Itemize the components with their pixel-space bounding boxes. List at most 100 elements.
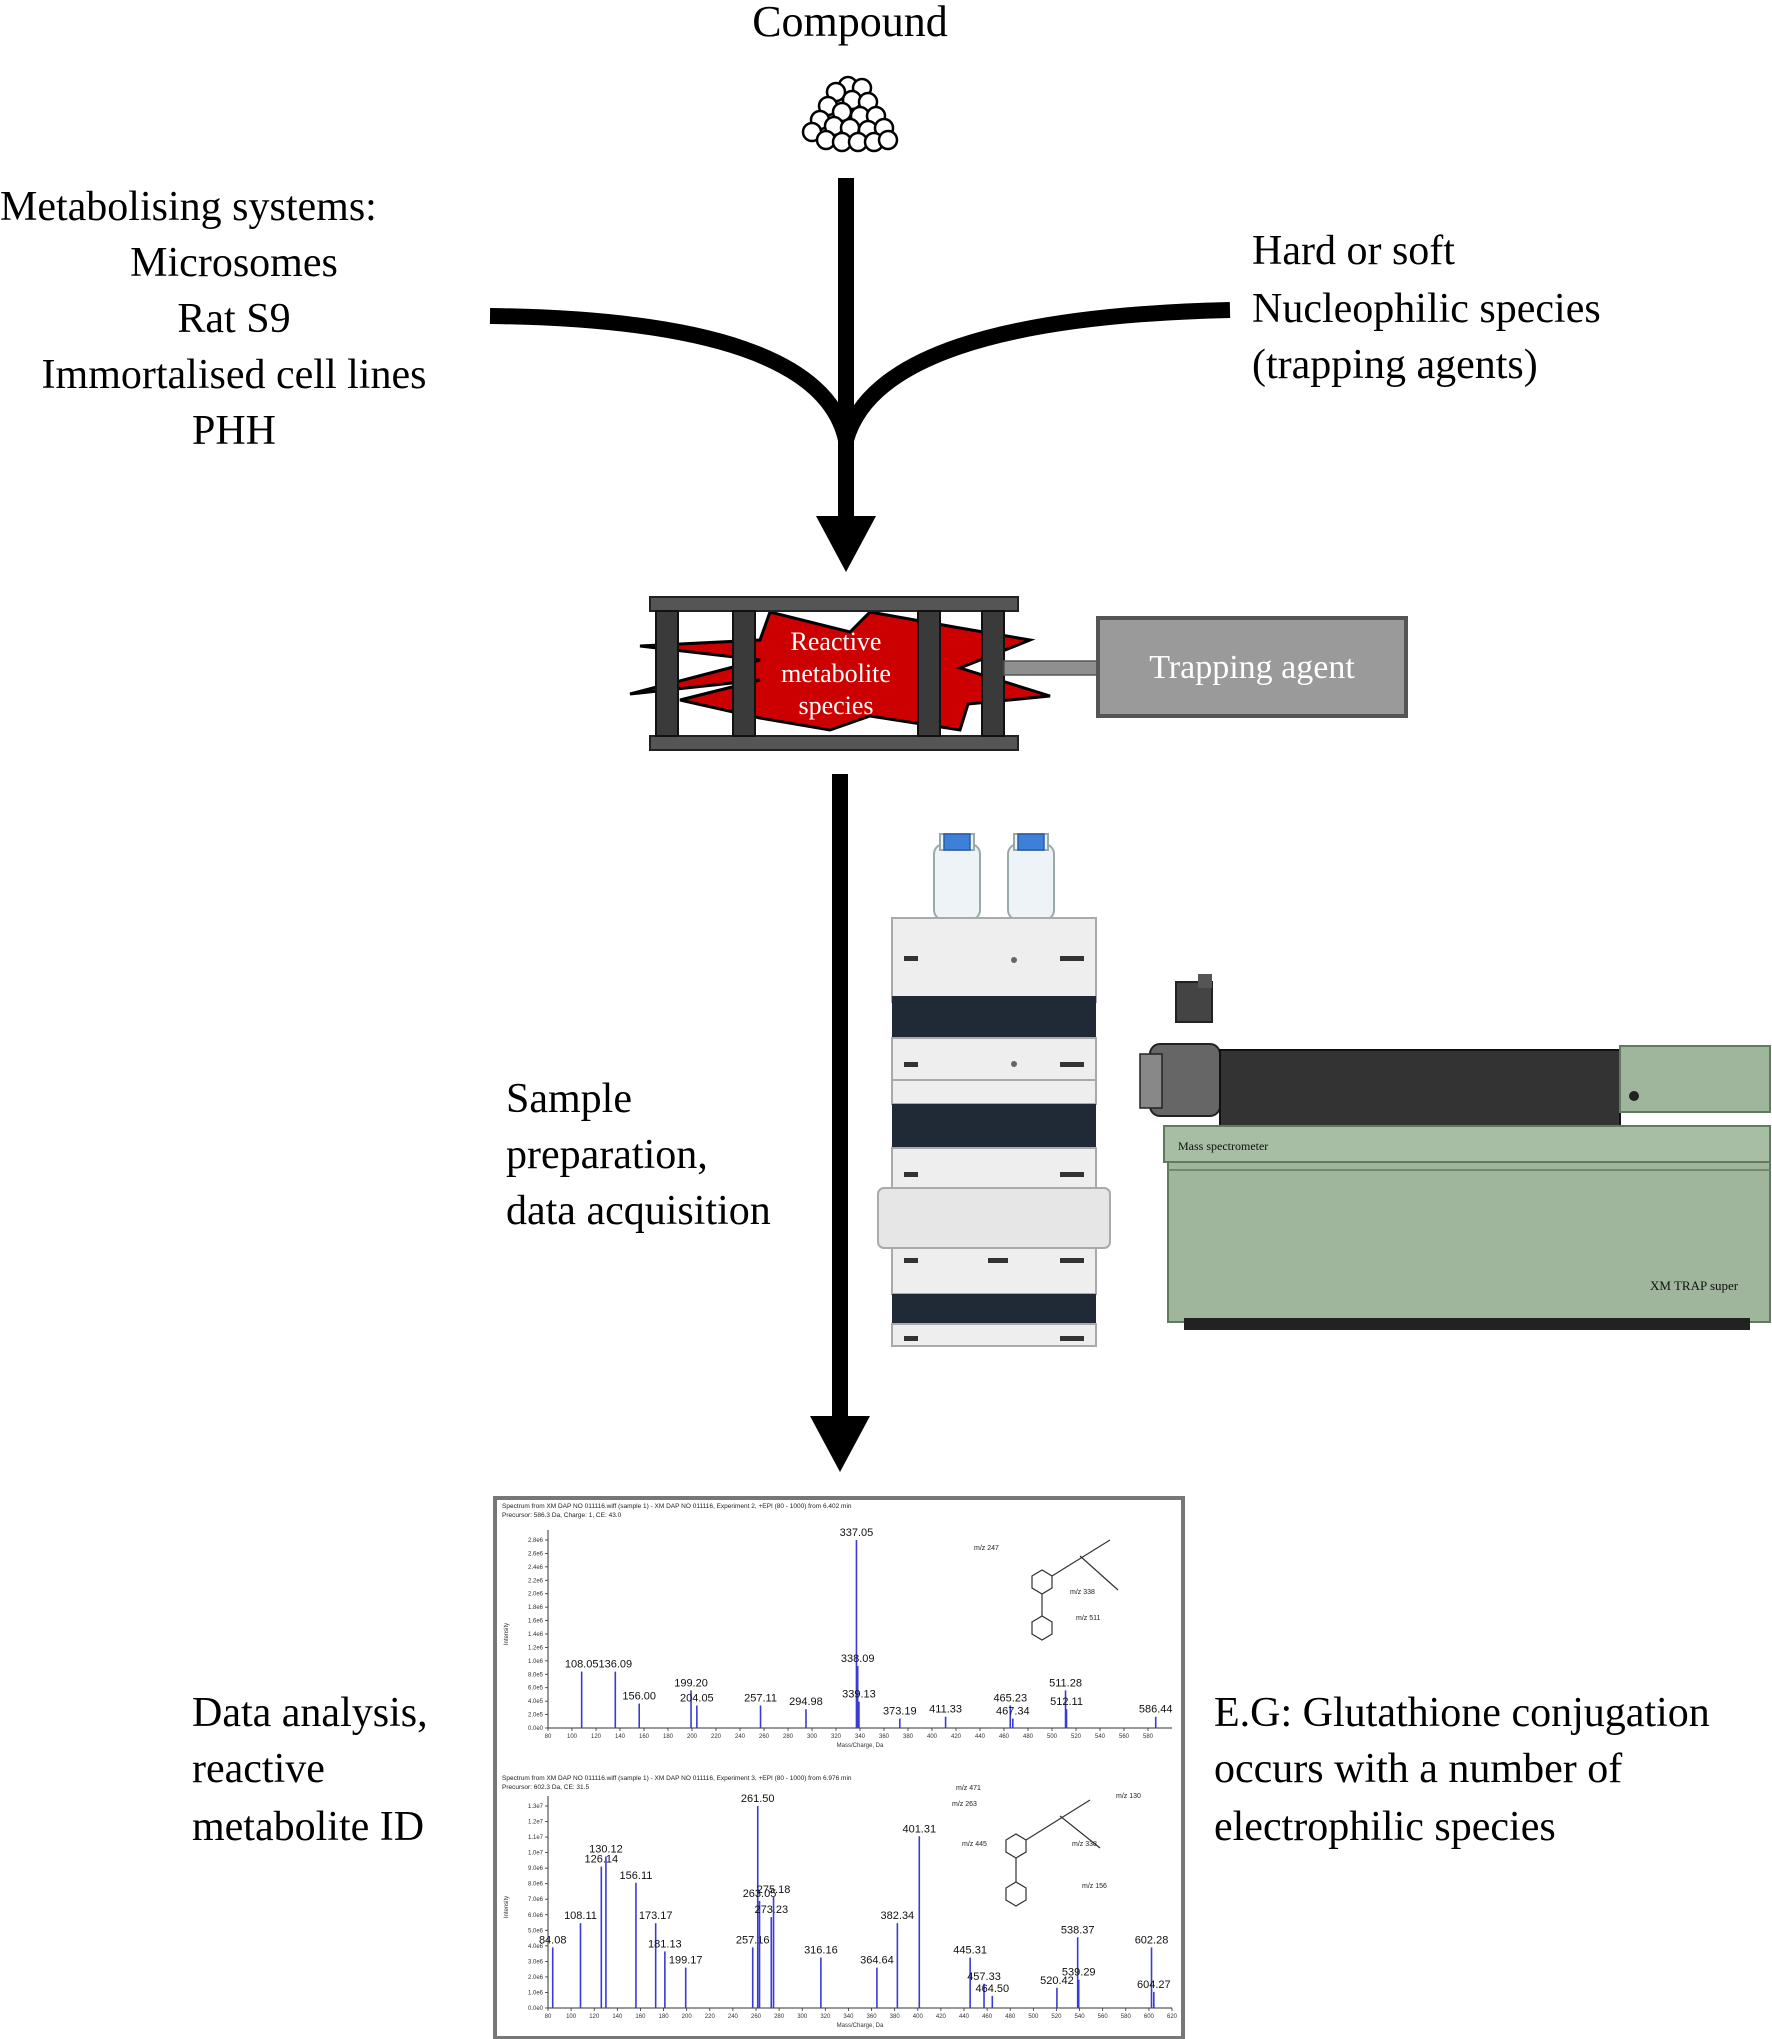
spectrum-header: Precursor: 602.3 Da, CE: 31.5 — [502, 1784, 589, 1791]
y-tick-label: 2.8e6 — [528, 1538, 544, 1544]
x-tick-label: 500 — [1028, 2014, 1039, 2020]
compound-pile-icon — [801, 75, 899, 153]
peak-label: 126.14 — [584, 1854, 618, 1866]
peak-label: 156.00 — [622, 1691, 656, 1703]
x-tick-label: 240 — [735, 1734, 746, 1740]
x-axis-label: Mass/Charge, Da — [837, 2023, 884, 2029]
mz-annotation: m/z 247 — [974, 1545, 999, 1552]
metabolising-systems-block: Metabolising systems: Microsomes Rat S9 … — [0, 184, 426, 454]
x-tick-label: 240 — [728, 2014, 739, 2020]
peak-label: 204.05 — [680, 1692, 714, 1704]
y-tick-label: 1.2e7 — [528, 1820, 544, 1826]
analysis-line: reactive — [192, 1746, 325, 1792]
x-tick-label: 460 — [982, 2014, 993, 2020]
mz-annotation: m/z 130 — [1116, 1793, 1141, 1800]
metabolising-item: Microsomes — [130, 240, 338, 286]
peak-label: 130.12 — [589, 1844, 623, 1856]
peak-label: 108.11 — [564, 1910, 597, 1922]
x-tick-label: 620 — [1167, 2014, 1178, 2020]
sample-prep-block: Sample preparation, data acquisition — [506, 1076, 771, 1234]
y-tick-label: 6.0e5 — [528, 1686, 544, 1692]
spectrum-header: Spectrum from XM DAP NO 011116.wiff (sam… — [502, 1775, 852, 1782]
reactive-metabolite-cage: Reactive metabolite species — [629, 596, 1051, 751]
x-tick-label: 140 — [612, 2014, 623, 2020]
cage-bottom-bar — [649, 735, 1019, 751]
x-tick-label: 80 — [545, 1734, 552, 1740]
x-tick-label: 180 — [659, 2014, 670, 2020]
y-tick-label: 1.6e6 — [528, 1619, 544, 1625]
y-tick-label: 2.4e6 — [528, 1565, 544, 1571]
y-tick-label: 0.0e0 — [528, 1726, 544, 1732]
y-tick-label: 0.0e0 — [528, 2006, 544, 2012]
x-tick-label: 580 — [1121, 2014, 1132, 2020]
peak-label: 199.20 — [674, 1677, 708, 1689]
metabolising-heading: Metabolising systems: — [0, 184, 377, 230]
x-tick-label: 180 — [663, 1734, 674, 1740]
x-tick-label: 160 — [639, 1734, 650, 1740]
x-axis-label: Mass/Charge, Da — [837, 1743, 884, 1749]
y-tick-label: 1.0e6 — [528, 1990, 544, 1996]
y-tick-label: 1.4e6 — [528, 1632, 544, 1638]
x-tick-label: 160 — [635, 2014, 646, 2020]
x-tick-label: 320 — [831, 1734, 842, 1740]
x-tick-label: 420 — [936, 2014, 947, 2020]
peak-label: 275.18 — [757, 1884, 791, 1896]
peak-label: 338.09 — [841, 1653, 875, 1665]
x-tick-label: 220 — [711, 1734, 722, 1740]
peak-label: 364.64 — [860, 1955, 894, 1967]
peak-label: 156.11 — [620, 1870, 653, 1882]
trapping-agent-label: Trapping agent — [1149, 649, 1355, 686]
y-tick-label: 2.0e6 — [528, 1975, 544, 1981]
x-tick-label: 400 — [927, 1734, 938, 1740]
reactive-line: Reactive — [791, 627, 882, 656]
hplc-stack-icon — [877, 833, 1111, 1347]
peak-label: 602.28 — [1135, 1934, 1169, 1946]
peak-label: 181.13 — [648, 1938, 682, 1950]
peak-label: 465.23 — [993, 1692, 1027, 1704]
x-tick-label: 440 — [975, 1734, 986, 1740]
peak-label: 273.23 — [754, 1904, 788, 1916]
x-tick-label: 480 — [1023, 1734, 1034, 1740]
example-line: E.G: Glutathione conjugation — [1214, 1690, 1710, 1736]
y-axis-label: Intensity — [504, 1623, 510, 1645]
x-tick-label: 580 — [1143, 1734, 1154, 1740]
reactive-line: species — [798, 691, 873, 720]
x-tick-label: 500 — [1047, 1734, 1058, 1740]
peak-label: 294.98 — [789, 1696, 823, 1708]
cage-bar — [917, 610, 941, 737]
metabolising-item: Immortalised cell lines — [42, 352, 427, 398]
peak-label: 604.27 — [1137, 1979, 1171, 1991]
peak-label: 263.05 — [743, 1888, 777, 1900]
mz-annotation: m/z 156 — [1082, 1883, 1107, 1890]
x-tick-label: 360 — [867, 2014, 878, 2020]
x-tick-label: 540 — [1095, 1734, 1106, 1740]
y-tick-label: 2.0e5 — [528, 1713, 544, 1719]
y-tick-label: 3.0e6 — [528, 1959, 544, 1965]
mz-annotation: m/z 338 — [1070, 1589, 1095, 1596]
nucleophile-line: Nucleophilic species — [1252, 286, 1601, 332]
y-tick-label: 5.0e6 — [528, 1928, 544, 1934]
y-tick-label: 1.3e7 — [528, 1804, 544, 1810]
x-tick-label: 460 — [999, 1734, 1010, 1740]
peak-label: 586.44 — [1139, 1704, 1173, 1716]
peak-label: 467.34 — [996, 1706, 1030, 1718]
x-tick-label: 300 — [807, 1734, 818, 1740]
peak-label: 337.05 — [840, 1527, 874, 1539]
compound-label: Compound — [752, 0, 948, 46]
y-tick-label: 9.0e6 — [528, 1866, 544, 1872]
x-tick-label: 560 — [1098, 2014, 1109, 2020]
peak-label: 539.29 — [1062, 1967, 1096, 1979]
x-tick-label: 360 — [879, 1734, 890, 1740]
x-tick-label: 280 — [783, 1734, 794, 1740]
peak-label: 108.05 — [565, 1659, 599, 1671]
x-tick-label: 100 — [567, 1734, 578, 1740]
mz-annotation: m/z 338 — [1072, 1841, 1097, 1848]
x-tick-label: 380 — [890, 2014, 901, 2020]
reactive-line: metabolite — [781, 659, 891, 688]
analysis-line: metabolite ID — [192, 1804, 424, 1850]
ms-label: Mass spectrometer — [1178, 1139, 1268, 1153]
y-tick-label: 1.2e6 — [528, 1645, 544, 1651]
metabolising-item: Rat S9 — [177, 296, 290, 342]
peak-label: 520.42 — [1040, 1975, 1074, 1987]
